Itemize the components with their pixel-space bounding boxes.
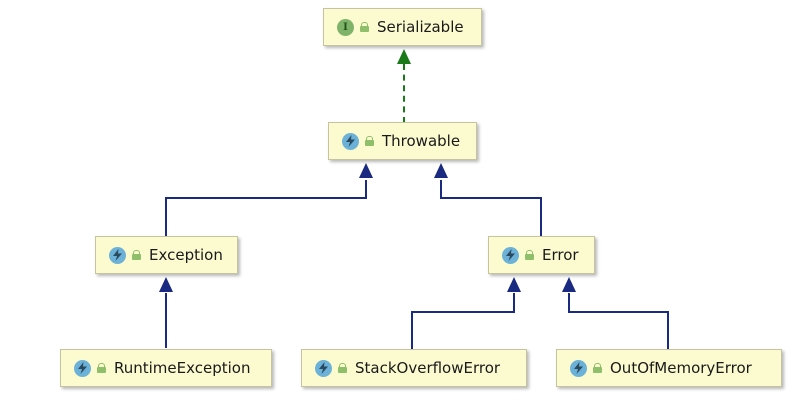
node-throwable[interactable]: Throwable [328, 122, 477, 160]
extends-edge-outofmemory-up [667, 311, 669, 349]
node-outofmemoryerror[interactable]: OutOfMemoryError [556, 349, 782, 387]
extends-edge-outofmemory-horizontal [568, 311, 669, 313]
extends-edge-exception-horizontal [165, 197, 367, 199]
class-icon [570, 359, 587, 377]
node-label-stackoverflowerror: StackOverflowError [355, 359, 501, 377]
class-icon [74, 359, 91, 377]
node-label-runtimeexception: RuntimeException [114, 359, 251, 377]
lock-icon [132, 250, 141, 260]
extends-arrowhead-stackoverflow [507, 277, 521, 292]
node-runtimeexception[interactable]: RuntimeException [60, 349, 272, 387]
lock-icon [360, 22, 369, 32]
lock-icon [593, 363, 602, 373]
class-icon [502, 246, 519, 264]
interface-icon: I [337, 18, 354, 36]
lock-icon [97, 363, 106, 373]
extends-edge-stackoverflow-to-error [513, 293, 515, 313]
node-error[interactable]: Error [488, 236, 595, 274]
extends-edge-error-horizontal [440, 197, 542, 199]
extends-arrowhead-exception [359, 163, 373, 178]
class-icon [109, 246, 126, 264]
class-icon [315, 359, 332, 377]
extends-edge-outofmemory-to-error [568, 293, 570, 313]
extends-arrowhead-error [434, 163, 448, 178]
lock-icon [338, 363, 347, 373]
node-label-throwable: Throwable [382, 132, 461, 150]
extends-edge-runtimeexception-exception [165, 293, 167, 348]
lock-icon [365, 136, 374, 146]
node-label-outofmemoryerror: OutOfMemoryError [610, 359, 752, 377]
extends-edge-error-to-throwable [440, 180, 442, 199]
node-serializable[interactable]: I Serializable [323, 8, 482, 46]
lock-icon [525, 250, 534, 260]
class-icon [342, 132, 359, 150]
extends-edge-stackoverflow-up [411, 311, 413, 349]
extends-edge-exception-up [165, 197, 167, 237]
node-exception[interactable]: Exception [95, 236, 238, 274]
node-label-exception: Exception [149, 246, 223, 264]
implements-edge-throwable-serializable [403, 64, 405, 123]
extends-edge-error-up [540, 197, 542, 237]
extends-arrowhead-runtimeexception [159, 277, 173, 292]
extends-arrowhead-outofmemory [562, 277, 576, 292]
node-label-serializable: Serializable [377, 18, 464, 36]
node-label-error: Error [542, 246, 579, 264]
extends-edge-stackoverflow-horizontal [411, 311, 515, 313]
extends-edge-exception-to-throwable [365, 180, 367, 199]
implements-arrowhead [397, 49, 411, 64]
node-stackoverflowerror[interactable]: StackOverflowError [301, 349, 527, 387]
